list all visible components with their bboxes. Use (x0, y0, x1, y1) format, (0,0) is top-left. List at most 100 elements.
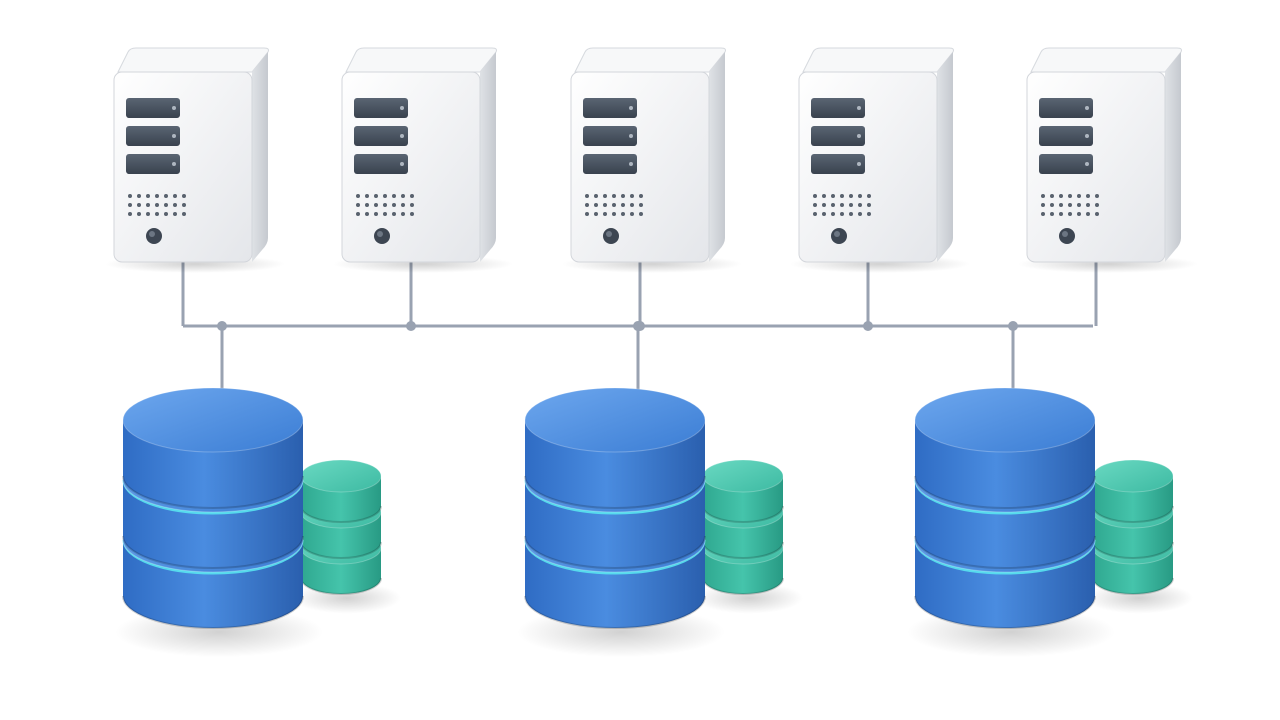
vent-dot (612, 212, 616, 216)
vent-dot (401, 212, 405, 216)
database-group (115, 387, 401, 658)
drive-led (172, 106, 176, 110)
junction-dot (1008, 321, 1018, 331)
drive-led (629, 162, 633, 166)
vent-dot (392, 194, 396, 198)
tower-server-icon (1018, 47, 1198, 273)
drive-bay (811, 126, 865, 146)
vent-dot (383, 212, 387, 216)
vent-dot (392, 203, 396, 207)
vent-dot (155, 203, 159, 207)
vent-dot (1059, 203, 1063, 207)
vent-dot (621, 212, 625, 216)
drive-led (400, 106, 404, 110)
vent-dot (612, 194, 616, 198)
tower-server-icon (333, 47, 513, 273)
drive-led (1085, 162, 1089, 166)
platter-top (914, 387, 1096, 453)
power-button-highlight (149, 231, 155, 237)
platter-edge (914, 475, 1096, 509)
vent-dot (173, 194, 177, 198)
vent-dot (594, 212, 598, 216)
small-database-icon (293, 459, 401, 614)
vent-dot (594, 203, 598, 207)
vent-dot (858, 194, 862, 198)
vent-dot (128, 203, 132, 207)
server-top (574, 47, 726, 73)
vent-dot (630, 212, 634, 216)
vent-dot (585, 194, 589, 198)
vent-dot (858, 212, 862, 216)
vent-dot (146, 203, 150, 207)
tower-server-icon (790, 47, 970, 273)
server-side (252, 52, 268, 262)
server-top (802, 47, 954, 73)
platter-top (122, 387, 304, 453)
platter-edge (702, 505, 784, 523)
vent-dot (146, 212, 150, 216)
vent-dot (137, 194, 141, 198)
vent-dot (1095, 194, 1099, 198)
vent-dot (612, 203, 616, 207)
power-button-highlight (606, 231, 612, 237)
server-side (709, 52, 725, 262)
platter-edge (524, 595, 706, 629)
drive-bay (126, 154, 180, 174)
drive-bay (583, 154, 637, 174)
drive-bay (126, 126, 180, 146)
drive-led (857, 106, 861, 110)
platter-edge (1092, 577, 1174, 595)
vent-dot (182, 194, 186, 198)
vent-dot (137, 212, 141, 216)
vent-dot (128, 212, 132, 216)
power-button-highlight (377, 231, 383, 237)
vent-dot (1059, 212, 1063, 216)
junction-dot (633, 321, 643, 331)
small-database-icon (1085, 459, 1193, 614)
vent-dot (1068, 194, 1072, 198)
vent-dot (849, 203, 853, 207)
vent-dot (383, 194, 387, 198)
drive-bay (1039, 154, 1093, 174)
database-cylinder-icon (517, 387, 725, 658)
database-cylinder-icon (907, 387, 1115, 658)
tower-server-icon (562, 47, 742, 273)
junction-dot (217, 321, 227, 331)
server-top (345, 47, 497, 73)
vent-dot (621, 194, 625, 198)
drive-bay (811, 98, 865, 118)
vent-dot (182, 212, 186, 216)
platter-edge (122, 595, 304, 629)
vent-dot (374, 203, 378, 207)
vent-dot (1050, 212, 1054, 216)
vent-dot (356, 203, 360, 207)
vent-dot (155, 212, 159, 216)
vent-dot (410, 194, 414, 198)
connector-lines (181, 262, 1098, 392)
drive-led (172, 162, 176, 166)
vent-dot (594, 194, 598, 198)
vent-dot (356, 212, 360, 216)
server-top (1030, 47, 1182, 73)
vent-dot (585, 212, 589, 216)
vent-dot (639, 212, 643, 216)
server-side (937, 52, 953, 262)
vent-dot (401, 194, 405, 198)
vent-dot (1050, 194, 1054, 198)
junction-dot (863, 321, 873, 331)
server-side (480, 52, 496, 262)
vent-dot (356, 194, 360, 198)
platter-edge (914, 595, 1096, 629)
vent-dot (374, 212, 378, 216)
server-side (1165, 52, 1181, 262)
vent-dot (603, 203, 607, 207)
platter-top (300, 459, 382, 493)
drive-led (400, 134, 404, 138)
vent-dot (1086, 194, 1090, 198)
vent-dot (822, 203, 826, 207)
vent-dot (630, 203, 634, 207)
vent-dot (603, 212, 607, 216)
vent-dot (1077, 212, 1081, 216)
database-row (115, 387, 1193, 658)
database-group (907, 387, 1193, 658)
